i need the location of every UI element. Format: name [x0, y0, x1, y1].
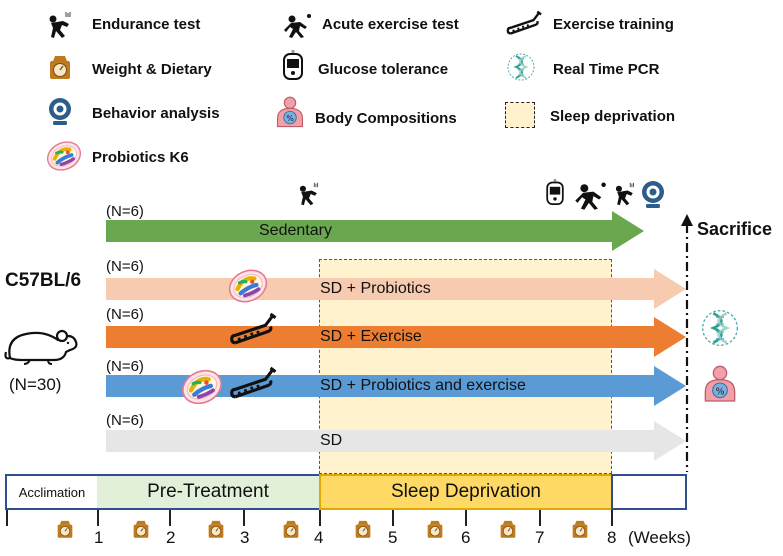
week-tick-7 — [539, 510, 541, 526]
weight-dietary-icon — [569, 517, 591, 541]
sleep-deprivation-icon — [505, 102, 535, 128]
legend-label-sleep: Sleep deprivation — [550, 108, 676, 125]
week-tick-2 — [169, 510, 171, 526]
probiotics-k6-icon — [180, 368, 224, 406]
phase-label-sleep-deprivation: Sleep Deprivation — [391, 481, 541, 502]
weight-dietary-icon — [497, 517, 519, 541]
week-label-3: 3 — [240, 528, 250, 547]
group-n-sedentary: (N=6) — [106, 203, 144, 220]
arrow-sedentary — [106, 211, 644, 251]
week-tick-1 — [97, 510, 99, 526]
weight-dietary-icon — [54, 517, 76, 541]
endurance-test-icon — [45, 10, 75, 40]
arrow-sd — [106, 421, 686, 461]
acute-exercise-test-icon — [280, 10, 314, 40]
weight-dietary-icon — [45, 52, 75, 82]
probiotics-k6-icon — [45, 140, 83, 172]
week-tick-6 — [465, 510, 467, 526]
glucose-tolerance-icon — [542, 176, 568, 208]
week-label-2: 2 — [166, 528, 176, 547]
arrow-sd-probiotics-exercise — [106, 366, 686, 406]
legend-label-exercise-training: Exercise training — [553, 16, 674, 33]
legend-label-acute: Acute exercise test — [322, 16, 459, 33]
phase-post — [611, 474, 687, 510]
week-tick-4 — [319, 510, 321, 526]
phase-label-acclimation: Acclimation — [18, 484, 86, 500]
week-label-1: 1 — [94, 528, 104, 547]
body-compositions-icon — [273, 96, 307, 130]
endurance-test-icon — [296, 180, 322, 208]
week-label-6: 6 — [461, 528, 471, 547]
body-compositions-icon — [700, 365, 740, 405]
weight-dietary-icon — [280, 517, 302, 541]
group-n-probiotics: (N=6) — [106, 258, 144, 275]
weight-dietary-icon — [424, 517, 446, 541]
real-time-pcr-icon — [700, 308, 740, 348]
weight-dietary-icon — [352, 517, 374, 541]
legend-label-weight: Weight & Dietary — [92, 61, 212, 78]
week-tick-5 — [392, 510, 394, 526]
exercise-training-icon — [505, 8, 543, 38]
exercise-training-icon — [228, 360, 278, 406]
legend-label-body: Body Compositions — [315, 110, 457, 127]
arrow-label-sd: SD — [320, 432, 343, 449]
weight-dietary-icon — [130, 517, 152, 541]
glucose-tolerance-icon — [278, 50, 308, 80]
legend-label-behavior: Behavior analysis — [92, 105, 220, 122]
phase-acclimation: Acclimation — [5, 474, 99, 510]
total-n-label: (N=30) — [9, 375, 62, 394]
arrow-label-sd-exercise: SD + Exercise — [320, 328, 422, 345]
legend-label-probiotics: Probiotics K6 — [92, 149, 189, 166]
week-label-4: 4 — [314, 528, 324, 547]
group-n-probiotics-exercise: (N=6) — [106, 358, 144, 375]
weight-dietary-icon — [205, 517, 227, 541]
week-tick-0 — [6, 510, 8, 526]
endurance-test-icon — [612, 180, 638, 208]
phase-sleep-deprivation: Sleep Deprivation — [319, 474, 613, 510]
behavior-analysis-icon — [638, 178, 668, 210]
legend-label-glucose: Glucose tolerance — [318, 61, 449, 78]
legend-label-endurance: Endurance test — [92, 16, 201, 33]
arrow-label-sd-probiotics: SD + Probiotics — [320, 280, 431, 297]
behavior-analysis-icon — [45, 96, 75, 126]
week-label-7: 7 — [535, 528, 545, 547]
legend-label-pcr: Real Time PCR — [553, 61, 660, 78]
phase-pre-treatment: Pre-Treatment — [97, 474, 321, 510]
mouse-icon — [2, 318, 82, 368]
probiotics-k6-icon — [226, 268, 270, 304]
week-label-5: 5 — [388, 528, 398, 547]
weeks-unit-label: (Weeks) — [628, 528, 691, 547]
real-time-pcr-icon — [506, 52, 536, 82]
arrow-label-sd-probiotics-exercise: SD + Probiotics and exercise — [320, 377, 526, 394]
exercise-training-icon — [228, 306, 278, 352]
week-tick-8 — [611, 510, 613, 526]
arrow-label-sedentary: Sedentary — [259, 222, 332, 239]
phase-label-pre-treatment: Pre-Treatment — [147, 481, 269, 502]
sacrifice-label: Sacrifice — [697, 219, 773, 239]
group-n-sd: (N=6) — [106, 412, 144, 429]
acute-exercise-test-icon — [570, 178, 610, 212]
week-label-8: 8 — [607, 528, 617, 547]
strain-label: C57BL/6 — [5, 270, 82, 291]
group-n-exercise: (N=6) — [106, 306, 144, 323]
sacrifice-line — [681, 214, 693, 472]
week-tick-3 — [243, 510, 245, 526]
